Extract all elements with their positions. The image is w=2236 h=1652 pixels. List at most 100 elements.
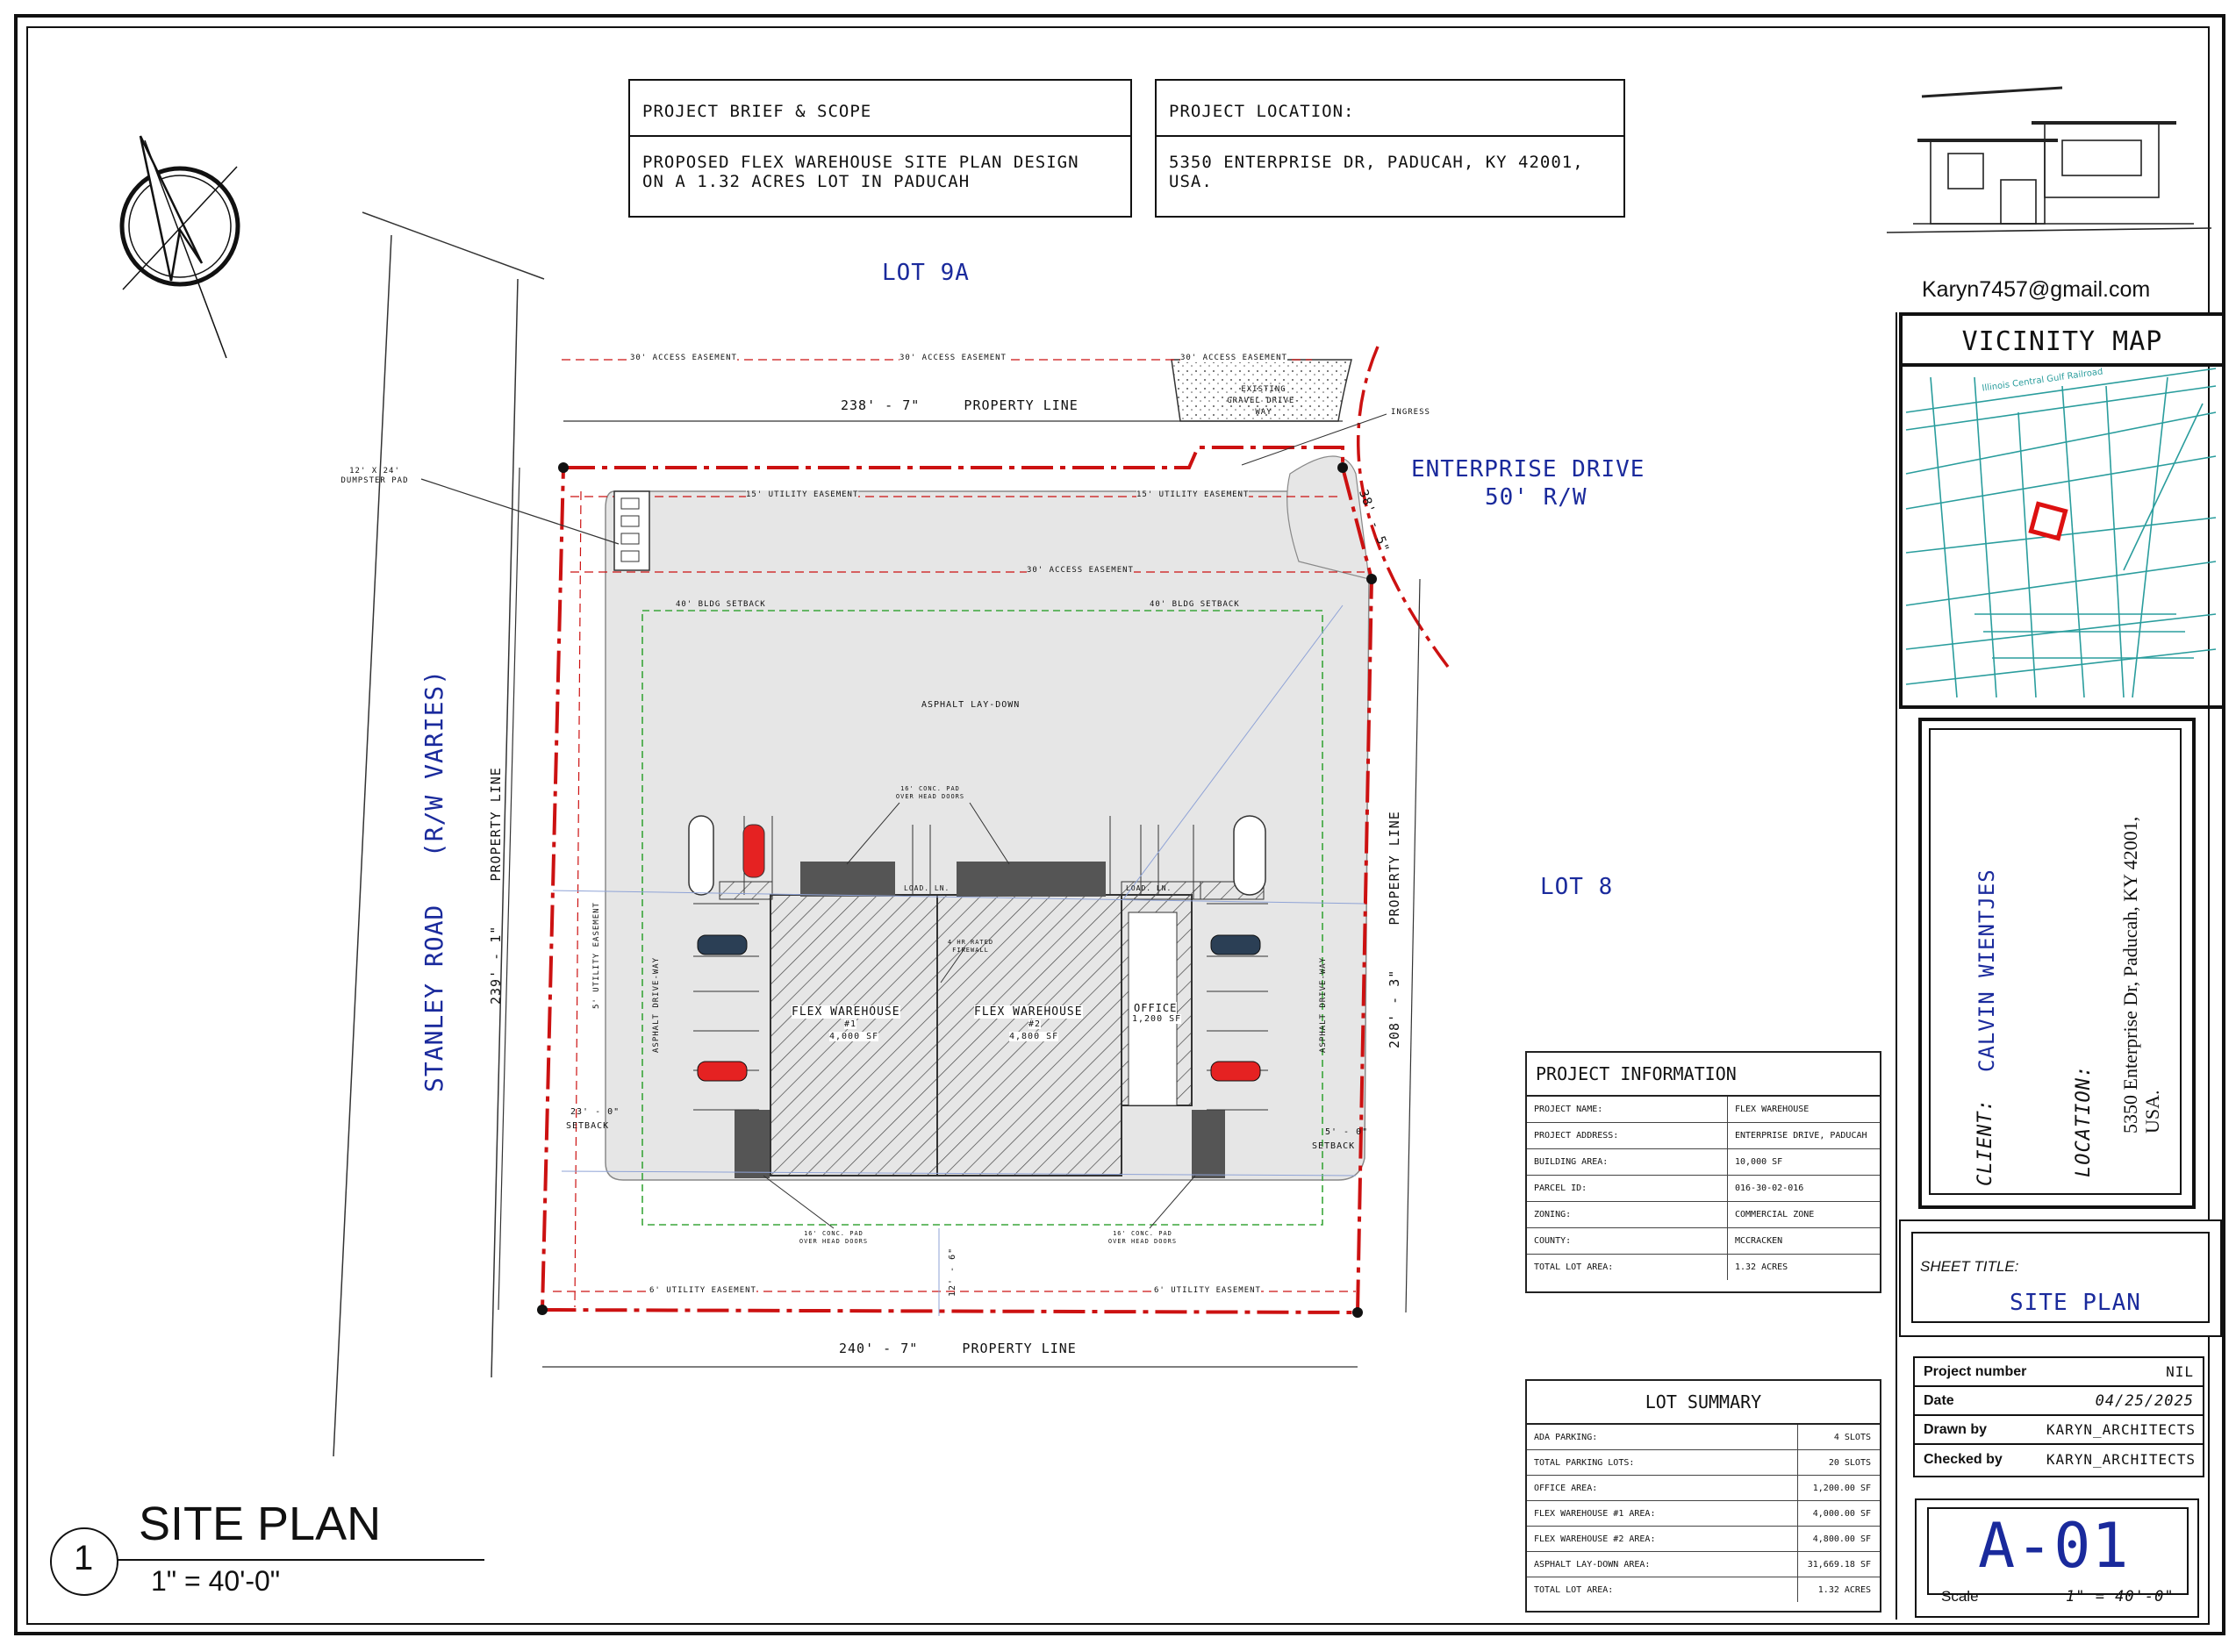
dim-left bbox=[498, 467, 520, 1311]
drawing-scale: 1" = 40'-0" bbox=[151, 1565, 281, 1597]
table-row: FLEX WAREHOUSE #1 AREA:4,000.00 SF bbox=[1527, 1501, 1880, 1527]
enterprise-drive-row-label: 50' R/W bbox=[1485, 484, 1587, 511]
leader-overhead-bot-1 bbox=[763, 1175, 835, 1229]
title-row-date: Date 04/25/2025 bbox=[1915, 1387, 2203, 1416]
firewall-label: 4 HR RATED FIREWALL bbox=[947, 939, 994, 954]
utility-easement-top-label-2: 15' UTILITY EASEMENT bbox=[1136, 490, 1250, 499]
table-row: ADA PARKING:4 SLOTS bbox=[1527, 1425, 1880, 1450]
conc-pad-top-2 bbox=[957, 862, 1106, 897]
overhead-doors-bot-1-label: 16' CONC. PAD OVER HEAD DOORS bbox=[799, 1230, 869, 1245]
title-block-table: Project number NIL Date 04/25/2025 Drawn… bbox=[1913, 1356, 2204, 1477]
wh1-area: 4,000 SF bbox=[829, 1032, 879, 1041]
access-easement-label-1: 30' ACCESS EASEMENT bbox=[630, 354, 737, 362]
leader-firewall bbox=[940, 947, 966, 983]
project-brief-line1: PROPOSED FLEX WAREHOUSE SITE PLAN DESIGN bbox=[642, 153, 1079, 172]
dumpster-pad bbox=[613, 490, 650, 571]
stanley-road-edge-top bbox=[362, 211, 545, 280]
title-column-divider bbox=[1896, 312, 1897, 1620]
project-brief-box: PROJECT BRIEF & SCOPE PROPOSED FLEX WARE… bbox=[628, 79, 1132, 218]
title-value-project-number: NIL bbox=[2166, 1363, 2194, 1380]
table-row: TOTAL LOT AREA:1.32 ACRES bbox=[1527, 1577, 1880, 1602]
left-property-line-label: 239' - 1" PROPERTY LINE bbox=[488, 767, 504, 1005]
bldg-setback-label-2: 40' BLDG SETBACK bbox=[1150, 600, 1240, 609]
lot-9a-label: LOT 9A bbox=[882, 260, 970, 286]
table-row: ZONING:COMMERCIAL ZONE bbox=[1527, 1202, 1880, 1228]
vicinity-site-marker bbox=[2028, 501, 2068, 541]
drawing-number-bubble bbox=[50, 1527, 118, 1596]
utility-easement-left bbox=[574, 490, 582, 1308]
lot-summary-title: LOT SUMMARY bbox=[1527, 1381, 1880, 1425]
car-red-right bbox=[1210, 1061, 1261, 1082]
existing-gravel-label: EXISTING GRAVEL DRIVE-WAY bbox=[1227, 385, 1301, 417]
parking-island-nw bbox=[688, 815, 714, 896]
car-red-left bbox=[697, 1061, 748, 1082]
loading-lane-1 bbox=[719, 881, 773, 900]
drawing-title: SITE PLAN bbox=[139, 1498, 382, 1550]
wh2-label: FLEX WAREHOUSE bbox=[974, 1005, 1083, 1019]
top-property-line-label: 238' - 7" PROPERTY LINE bbox=[841, 397, 1079, 413]
stanley-road-edge-right bbox=[491, 278, 519, 1378]
house-sketch-logo bbox=[1886, 86, 2212, 233]
asphalt-laydown-label: ASPHALT LAY-DOWN bbox=[921, 700, 1021, 710]
sheet-title-label: SHEET TITLE: bbox=[1920, 1258, 2019, 1275]
conc-pad-bottom-1 bbox=[735, 1110, 770, 1178]
utility-easement-top-label-1: 15' UTILITY EASEMENT bbox=[746, 490, 859, 499]
car-red-top bbox=[742, 824, 765, 878]
setback-rear-label: 12' - 6" bbox=[948, 1247, 957, 1297]
access-easement-label-2: 30' ACCESS EASEMENT bbox=[899, 354, 1007, 362]
property-corner-sw bbox=[537, 1305, 548, 1315]
title-row-checked-by: Checked by KARYN_ARCHITECTS bbox=[1915, 1445, 2203, 1474]
dumpster-leader bbox=[420, 478, 620, 545]
car-blue-right bbox=[1210, 934, 1261, 955]
setback-left-dim: 23' - 0" bbox=[570, 1107, 620, 1117]
enterprise-drive-label: ENTERPRISE DRIVE bbox=[1411, 456, 1645, 483]
sheet-number-inner bbox=[1927, 1507, 2189, 1595]
utility-line-1 bbox=[552, 890, 1365, 905]
access-easement-label-inner: 30' ACCESS EASEMENT bbox=[1027, 566, 1134, 575]
table-row: BUILDING AREA:10,000 SF bbox=[1527, 1149, 1880, 1176]
property-corner-nw bbox=[558, 462, 569, 473]
project-information-table: PROJECT INFORMATION PROJECT NAME:FLEX WA… bbox=[1525, 1051, 1881, 1293]
table-row: FLEX WAREHOUSE #2 AREA:4,800.00 SF bbox=[1527, 1527, 1880, 1552]
asphalt-driveway-right-label: ASPHALT DRIVE-WAY bbox=[1319, 956, 1328, 1053]
office-area: 1,200 SF bbox=[1132, 1014, 1182, 1024]
table-row: PROJECT ADDRESS:ENTERPRISE DRIVE, PADUCA… bbox=[1527, 1123, 1880, 1149]
loading-lane-label-2: LOAD. LN. bbox=[1126, 884, 1172, 892]
parking-island-ne bbox=[1233, 815, 1266, 896]
title-label-project-number: Project number bbox=[1924, 1363, 2027, 1379]
lot-8-label: LOT 8 bbox=[1540, 874, 1614, 900]
title-row-drawn-by: Drawn by KARYN_ARCHITECTS bbox=[1915, 1416, 2203, 1445]
location-line2: USA. bbox=[2141, 1090, 2163, 1134]
title-value-drawn-by: KARYN_ARCHITECTS bbox=[2046, 1421, 2196, 1438]
contact-email[interactable]: Karyn7457@gmail.com bbox=[1922, 277, 2151, 302]
sheet-number: A-01 bbox=[1978, 1510, 2130, 1582]
leader-overhead-bot-2 bbox=[1149, 1175, 1196, 1229]
access-easement-label-3: 30' ACCESS EASEMENT bbox=[1180, 354, 1287, 362]
utility-easement-bottom-label-1: 6' UTILITY EASEMENT bbox=[649, 1286, 756, 1295]
drawing-number: 1 bbox=[74, 1539, 94, 1577]
leader-overhead-top-1 bbox=[846, 802, 900, 865]
project-location-line1: 5350 ENTERPRISE DR, PADUCAH, KY 42001, bbox=[1169, 153, 1584, 172]
right-property-line-label: 208' - 3" PROPERTY LINE bbox=[1387, 811, 1402, 1048]
wh1-num: #1 bbox=[844, 1019, 857, 1029]
table-row: PARCEL ID:016-30-02-016 bbox=[1527, 1176, 1880, 1202]
project-information-title: PROJECT INFORMATION bbox=[1527, 1053, 1880, 1097]
sheet-inner-border bbox=[26, 26, 2210, 1625]
north-arrow-icon bbox=[119, 135, 240, 359]
vicinity-map-title: VICINITY MAP bbox=[1903, 316, 2222, 367]
title-label-date: Date bbox=[1924, 1392, 1954, 1408]
table-row: OFFICE AREA:1,200.00 SF bbox=[1527, 1476, 1880, 1501]
table-row: ASPHALT LAY-DOWN AREA:31,669.18 SF bbox=[1527, 1552, 1880, 1577]
table-row: PROJECT NAME:FLEX WAREHOUSE bbox=[1527, 1097, 1880, 1123]
utility-easement-bottom-label-2: 6' UTILITY EASEMENT bbox=[1154, 1286, 1261, 1295]
lot-summary-table: LOT SUMMARY ADA PARKING:4 SLOTS TOTAL PA… bbox=[1525, 1379, 1881, 1613]
project-location-box: PROJECT LOCATION: 5350 ENTERPRISE DR, PA… bbox=[1155, 79, 1625, 218]
vicinity-map-box: VICINITY MAP Illinois Central Gulf Railr… bbox=[1899, 312, 2225, 709]
property-line bbox=[540, 446, 1374, 1315]
car-blue-left bbox=[697, 934, 748, 955]
office-label: OFFICE bbox=[1134, 1002, 1178, 1014]
scale-value: 1" = 40'-0" bbox=[2066, 1588, 2175, 1606]
utility-easement-side-label: 5' UTILITY EASEMENT bbox=[592, 902, 601, 1009]
